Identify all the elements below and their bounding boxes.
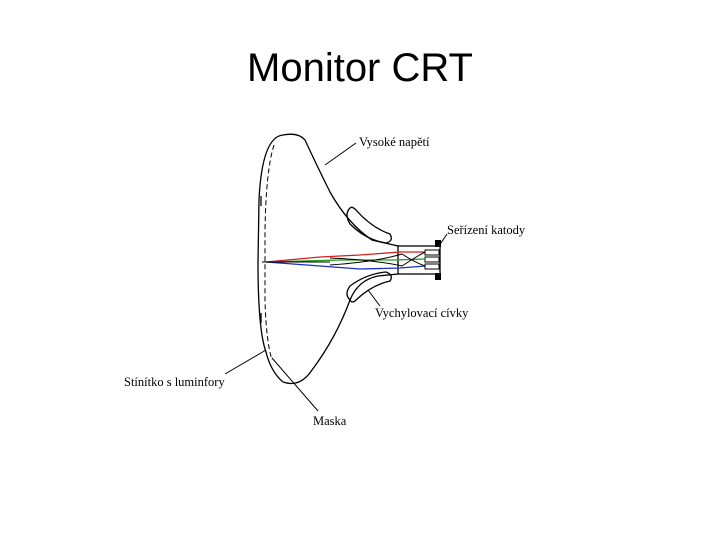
label-mask: Maska (313, 414, 347, 428)
leader-cathode-adjust (440, 233, 448, 244)
label-deflection-coils: Vychylovací cívky (375, 306, 469, 320)
slide-title: Monitor CRT (247, 46, 473, 90)
leader-high-voltage (324, 142, 357, 166)
electron-gun-2 (424, 256, 440, 263)
electron-gun-1 (424, 249, 440, 256)
beam-cross-2 (329, 253, 426, 267)
deflection-coil-upper (346, 206, 392, 244)
beam-cross-1 (329, 251, 426, 267)
cathode-knob-bottom (435, 273, 441, 280)
label-cathode-adjust: Seřízení katody (447, 223, 526, 237)
deflection-coil-lower (346, 271, 392, 303)
crt-funnel-lower (282, 273, 399, 385)
electron-gun-3 (424, 263, 440, 270)
beam-blue (265, 261, 426, 270)
label-screen-phosphors: Stínítko s luminfory (124, 375, 225, 389)
leader-mask (271, 357, 319, 412)
leader-screen-phosphors (224, 349, 267, 375)
beam-red (265, 251, 425, 263)
cathode-knob-top (435, 240, 441, 247)
label-high-voltage: Vysoké napětí (359, 135, 430, 149)
crt-funnel-upper (282, 133, 399, 247)
leader-deflection-coils (367, 289, 381, 307)
crt-screen (257, 134, 284, 383)
crt-screen-inner (264, 144, 275, 361)
